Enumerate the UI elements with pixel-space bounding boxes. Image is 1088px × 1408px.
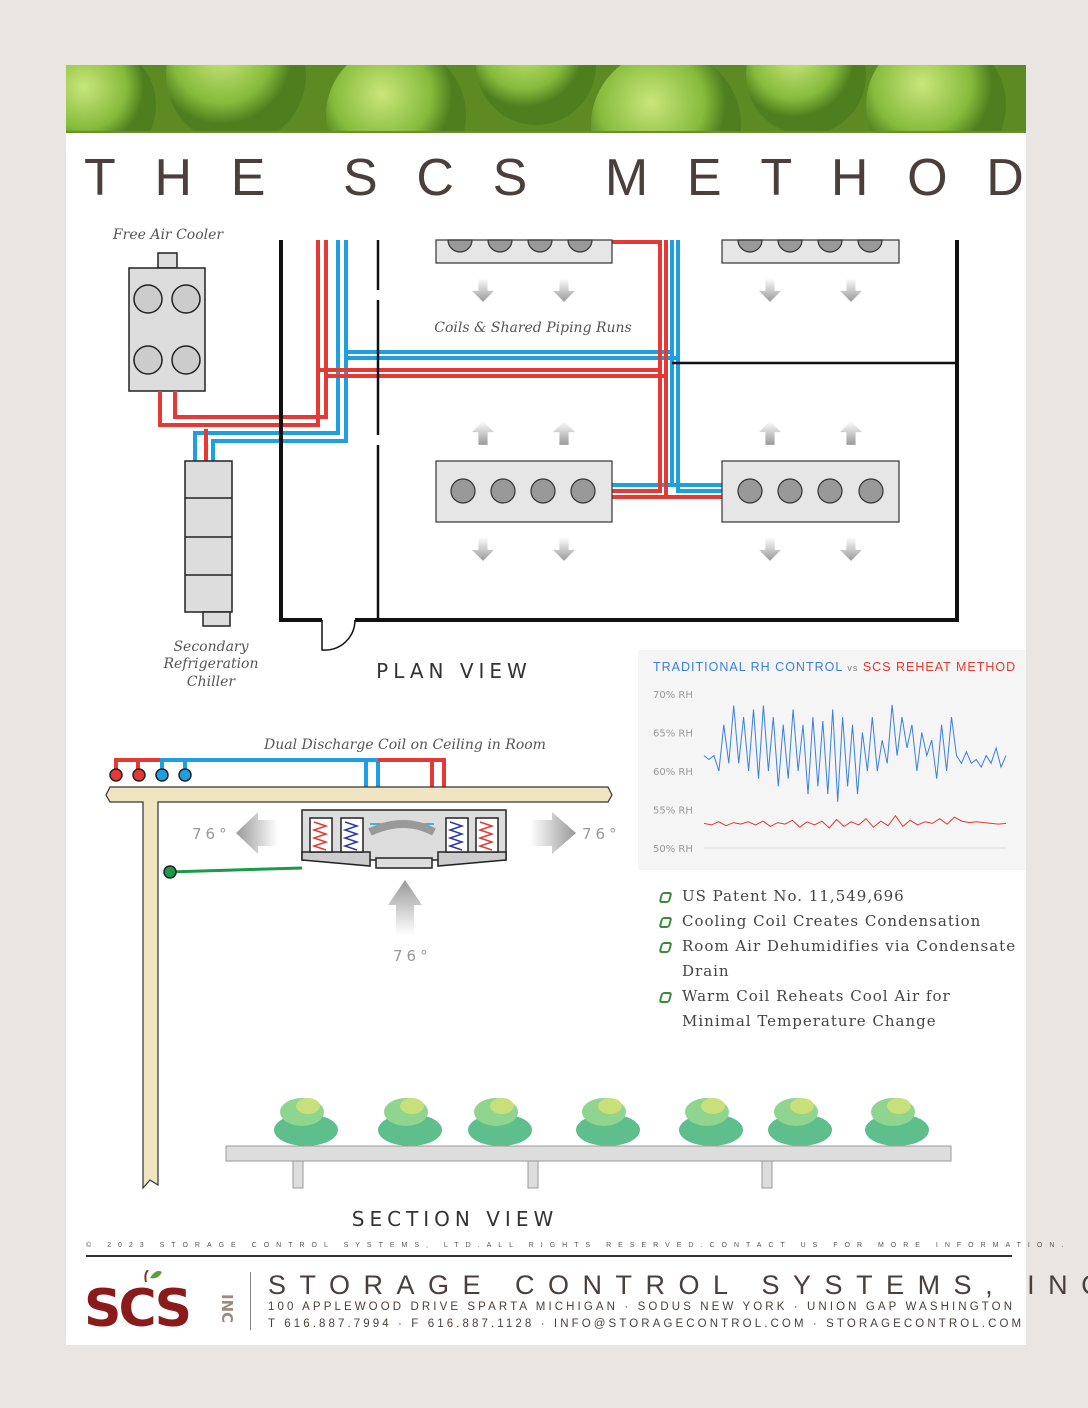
temp-intake: 76° bbox=[393, 947, 432, 965]
series-line bbox=[703, 704, 1007, 802]
copyright-text: © 2023 STORAGE CONTROL SYSTEMS, LTD. bbox=[86, 1242, 487, 1249]
list-item: Cooling Coil Creates Condensation bbox=[658, 909, 1020, 934]
section-view: Dual Discharge Coil on Ceiling in Room bbox=[105, 737, 952, 1231]
lettuce-plant bbox=[865, 1098, 929, 1146]
coils-label: Coils & Shared Piping Runs bbox=[434, 320, 632, 336]
chart-title-traditional: TRADITIONAL RH CONTROL bbox=[653, 660, 843, 674]
free-air-cooler bbox=[128, 252, 206, 392]
chart-title: TRADITIONAL RH CONTROL vs SCS REHEAT MET… bbox=[653, 660, 1016, 674]
title-letter: M bbox=[604, 149, 649, 207]
title-letter: O bbox=[907, 149, 948, 207]
lettuce-plant bbox=[768, 1098, 832, 1146]
company-contact: T 616.887.7994 · F 616.887.1128 · INFO@S… bbox=[268, 1318, 1025, 1330]
chiller-label: Secondary bbox=[173, 639, 249, 655]
y-tick-label: 70% RH bbox=[653, 690, 693, 701]
bullet-text: Room Air Dehumidifies via Condensate Dra… bbox=[682, 937, 1017, 980]
temp-left: 76° bbox=[192, 825, 231, 843]
temp-right: 76° bbox=[582, 825, 621, 843]
apple-banner-image bbox=[66, 65, 1026, 133]
title-letter: H bbox=[830, 149, 869, 207]
ceiling-beam bbox=[105, 786, 613, 1190]
coil-label: Dual Discharge Coil on Ceiling in Room bbox=[263, 737, 546, 753]
footer-separator bbox=[250, 1272, 251, 1330]
y-tick-label: 55% RH bbox=[653, 806, 693, 817]
feature-list: US Patent No. 11,549,696 Cooling Coil Cr… bbox=[658, 884, 1020, 1034]
list-item: Room Air Dehumidifies via Condensate Dra… bbox=[658, 934, 1020, 984]
bullet-icon bbox=[658, 992, 673, 1003]
dual-discharge-coil-unit bbox=[301, 809, 507, 869]
svg-text:INC: INC bbox=[218, 1294, 234, 1323]
airflow-right-arrow bbox=[530, 812, 576, 854]
scs-logo: SCS INC bbox=[84, 1269, 236, 1339]
series-line bbox=[703, 814, 1007, 829]
produce-shelf bbox=[225, 1098, 952, 1189]
chiller bbox=[184, 460, 233, 627]
title-letter: S bbox=[342, 149, 378, 207]
lettuce-plant bbox=[468, 1098, 532, 1146]
title-letter: C bbox=[416, 149, 454, 207]
bullet-text: Cooling Coil Creates Condensation bbox=[682, 912, 982, 930]
lettuce-plant bbox=[679, 1098, 743, 1146]
lettuce-plant bbox=[274, 1098, 338, 1146]
lettuce-plant bbox=[378, 1098, 442, 1146]
bullet-icon bbox=[658, 917, 673, 928]
rh-comparison-chart: TRADITIONAL RH CONTROL vs SCS REHEAT MET… bbox=[638, 650, 1026, 870]
y-tick-label: 60% RH bbox=[653, 767, 693, 778]
rights-text: ALL RIGHTS RESERVED. bbox=[486, 1242, 710, 1249]
airflow-left-arrow bbox=[236, 812, 278, 854]
list-item: US Patent No. 11,549,696 bbox=[658, 884, 1020, 909]
title-letter: D bbox=[986, 149, 1024, 207]
footer-divider bbox=[86, 1255, 1012, 1257]
contact-prompt: CONTACT US FOR MORE INFORMATION. bbox=[709, 1242, 1071, 1249]
bullet-icon bbox=[658, 892, 673, 903]
refrigerant-pipes bbox=[158, 240, 722, 499]
bullet-text: Warm Coil Reheats Cool Air for Minimal T… bbox=[682, 987, 951, 1030]
copyright-line: © 2023 STORAGE CONTROL SYSTEMS, LTD. ALL… bbox=[86, 1242, 1063, 1249]
company-name: STORAGE CONTROL SYSTEMS, INC bbox=[268, 1270, 1088, 1300]
plan-view: Free Air Cooler bbox=[112, 227, 959, 690]
y-tick-label: 50% RH bbox=[653, 844, 693, 855]
chiller-label: Chiller bbox=[187, 674, 236, 690]
svg-text:SCS: SCS bbox=[84, 1279, 189, 1332]
title-letter: E bbox=[230, 149, 266, 207]
title-letter: T bbox=[84, 149, 116, 207]
chiller-label: Refrigeration bbox=[162, 656, 258, 672]
title-letter: E bbox=[686, 149, 722, 207]
list-item: Warm Coil Reheats Cool Air for Minimal T… bbox=[658, 984, 1020, 1034]
free-air-cooler-label: Free Air Cooler bbox=[112, 227, 224, 243]
company-address: 100 APPLEWOOD DRIVE SPARTA MICHIGAN · SO… bbox=[268, 1301, 1016, 1313]
building-walls bbox=[279, 240, 959, 651]
coil-units bbox=[435, 239, 900, 523]
bullet-icon bbox=[658, 942, 673, 953]
chart-title-vs: vs bbox=[847, 663, 859, 673]
title-letter: H bbox=[154, 149, 193, 207]
y-tick-label: 65% RH bbox=[653, 729, 693, 740]
section-view-heading: SECTION VIEW bbox=[352, 1207, 558, 1231]
bullet-text: US Patent No. 11,549,696 bbox=[682, 887, 905, 905]
chart-title-scs: SCS REHEAT METHOD bbox=[862, 660, 1017, 674]
plan-view-heading: PLAN VIEW bbox=[376, 659, 532, 683]
condensate-drain-icon bbox=[163, 865, 177, 879]
airflow-intake-arrow bbox=[388, 880, 422, 935]
lettuce-plant bbox=[576, 1098, 640, 1146]
title-letter: T bbox=[760, 149, 793, 207]
title-letter: S bbox=[492, 149, 528, 207]
